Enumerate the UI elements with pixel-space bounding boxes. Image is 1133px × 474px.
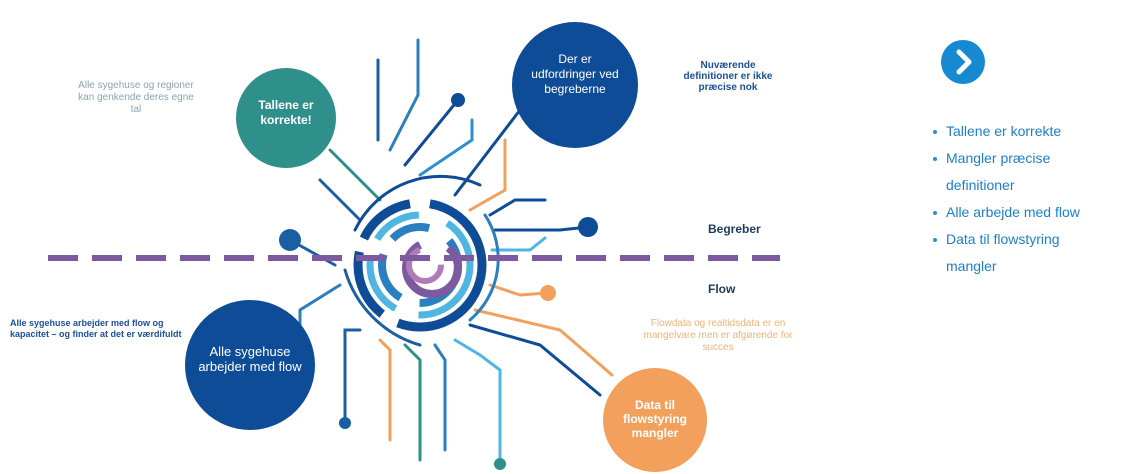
axis-label-upper: Begreber [708,222,761,236]
chevron-right-icon [956,49,972,75]
bubble-top-label: Der er udfordringer ved begreberne [531,52,619,96]
left-note: Alle sygehuse arbejder med flow og kapac… [10,318,182,339]
summary-item: Tallene er korrekte [926,118,1133,145]
summary-item: Mangler præcise definitioner [926,145,1096,199]
bubble-left-label: Alle sygehuse arbejder med flow [198,344,302,374]
axis-label-lower: Flow [708,282,736,296]
top-note: Nuværende definitioner er ikke præcise n… [683,60,773,93]
bubble-teal-label: Tallene er korrekte! [258,98,314,127]
bubble-orange-label: Data til flowstyring mangler [622,398,687,440]
summary-item: Data til flowstyring mangler [926,226,1096,280]
next-arrow-button[interactable] [941,40,985,84]
orange-note: Flowdata og realtidsdata er en mangelvar… [643,318,793,353]
teal-note: Alle sygehuse og regioner kan genkende d… [78,80,194,115]
summary-list: Tallene er korrekte Mangler præcise defi… [926,118,1133,280]
summary-item: Alle arbejde med flow [926,199,1133,226]
